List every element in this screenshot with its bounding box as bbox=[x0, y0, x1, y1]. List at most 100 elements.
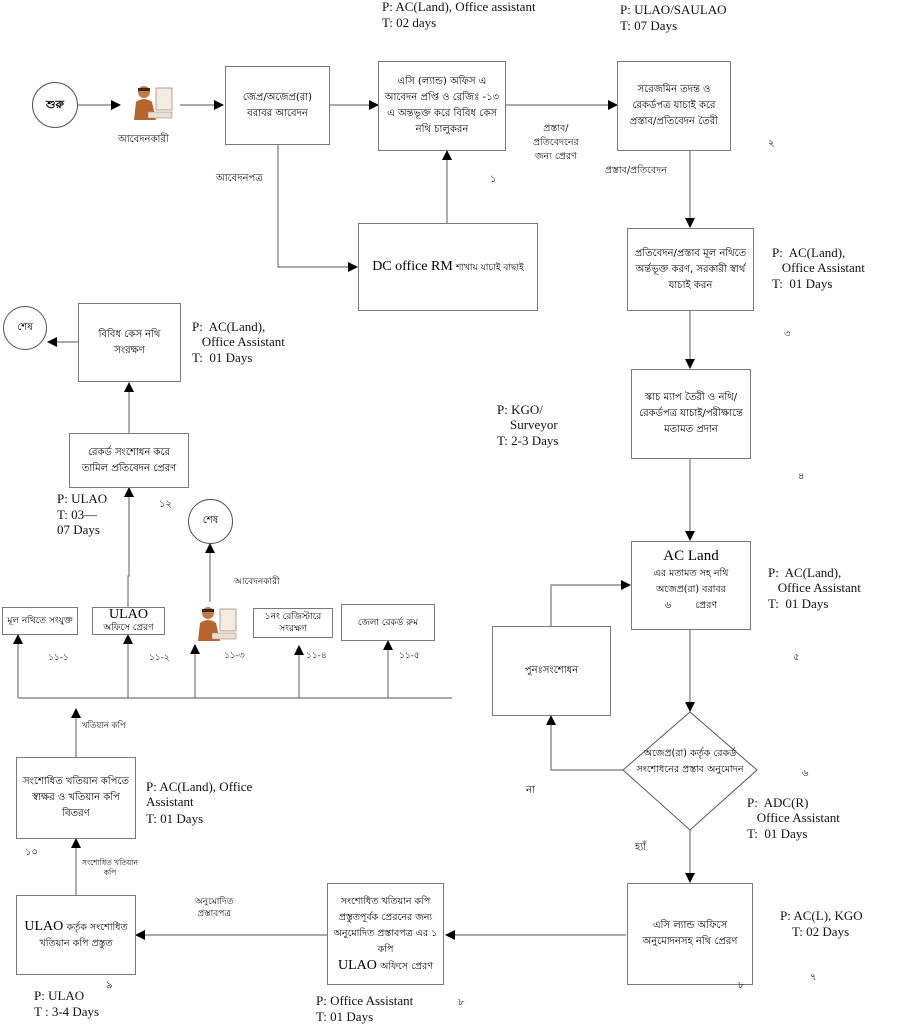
edge-label-application-letter: আবেদনপত্র bbox=[216, 173, 263, 184]
start-node: শুরু bbox=[32, 82, 78, 128]
applicant-label: আবেদনকারী bbox=[118, 134, 169, 145]
step13-person: P: AC(Land), Office Assistant bbox=[192, 319, 285, 349]
step-7: এসি ল্যান্ড অফিসে অনুমোদনসহ নথি প্রেরণ bbox=[627, 883, 753, 985]
dc-office-node: DC office RM শাখায় যাচাই বাছাই bbox=[358, 223, 538, 311]
step-10: সংশোধিত খতিয়ান কপিতে স্বাক্ষর ও খতিয়ান… bbox=[16, 757, 136, 839]
edge-label-proposal-report: প্রস্তাব/প্রতিবেদন bbox=[605, 165, 667, 176]
decision-yes-label: হ্যাঁ bbox=[635, 842, 647, 853]
step3-person: P: AC(Land), Office Assistant bbox=[772, 245, 865, 275]
step-apply: জেপ্র/অজেপ্র(রা) বরাবর আবেদন bbox=[225, 66, 330, 145]
step-2: সরেজমিন তদন্ত ও রেকর্ডপত্র যাচাই করে প্র… bbox=[617, 61, 731, 151]
step10-number: ১০ bbox=[25, 847, 38, 858]
step8-label-bn1: সংশোধিত খতিয়ান কপি প্রস্তুতপূর্বক প্রের… bbox=[333, 895, 438, 955]
step5-person: P: AC(Land), Office Assistant bbox=[768, 565, 861, 595]
step13-time: T: 01 Days bbox=[192, 350, 253, 365]
step4-person: P: KGO/ Surveyor bbox=[497, 402, 558, 432]
step8-person: P: Office Assistant bbox=[316, 993, 414, 1008]
rework-label: পুনঃসংশোধন bbox=[524, 665, 579, 676]
step9-label-en: ULAO bbox=[24, 918, 64, 934]
step4-label: স্কাচ ম্যাপ তৈরী ও নথি/ রেকর্ডপত্র যাচাই… bbox=[639, 392, 743, 435]
decision-number: ৬ bbox=[802, 768, 809, 779]
step8-label-bn2: অফিসে প্রেরণ bbox=[380, 960, 433, 972]
distribution-number-4: ১১-৪ bbox=[306, 651, 327, 661]
step13-label: বিবিধ কেস নথি সংরক্ষণ bbox=[98, 328, 161, 356]
step7-number: ৭ bbox=[810, 972, 817, 983]
distribution-number-5: ১১-৫ bbox=[399, 651, 420, 661]
step10-time: T: 01 Days bbox=[146, 811, 204, 826]
step-1: এসি (ল্যান্ড) অফিস এ আবেদন প্রপ্তি ও রেজ… bbox=[378, 61, 506, 151]
step12-person: P: ULAO bbox=[57, 491, 108, 506]
edge-rework-step5 bbox=[550, 580, 631, 626]
step7-label: এসি ল্যান্ড অফিসে অনুমোদনসহ নথি প্রেরণ bbox=[642, 920, 738, 947]
step8-label-en: ULAO bbox=[338, 957, 377, 973]
applicant-person-icon bbox=[134, 86, 173, 120]
dc-office-label-bn: শাখায় যাচাই বাছাই bbox=[456, 262, 524, 273]
step12-label: রেকর্ড সংশোধন করে তামিল প্রতিবেদন প্রেরণ bbox=[81, 446, 177, 474]
step-4: স্কাচ ম্যাপ তৈরী ও নথি/ রেকর্ডপত্র যাচাই… bbox=[631, 369, 751, 459]
end-node-top: শেষ bbox=[3, 306, 47, 350]
step1-time: T: 02 days bbox=[382, 15, 437, 30]
step12-number: ১২ bbox=[159, 499, 172, 510]
rework-node: পুনঃসংশোধন bbox=[492, 626, 611, 716]
step5-label-bn: এর মতামত সহ নথি অজেপ্র(রা) বরাবর bbox=[653, 568, 729, 595]
step9-label-bn: কর্তৃক সংশোধিত খতিয়ান কপি প্রস্তুত bbox=[39, 921, 128, 949]
step5-label-tail: ৬ প্রেরণ bbox=[664, 600, 718, 611]
step5-label-en: AC Land bbox=[663, 548, 719, 564]
step-12: রেকর্ড সংশোধন করে তামিল প্রতিবেদন প্রেরণ bbox=[69, 433, 189, 488]
step12-time: T: 03— 07 Days bbox=[57, 507, 100, 537]
step3-time: T: 01 Days bbox=[772, 276, 833, 291]
step1-person: P: AC(Land), Office assistant bbox=[382, 0, 536, 14]
step-3: প্রতিবেদন/প্রস্তাব মূল নথিতে অর্ন্তভূক্ত… bbox=[627, 228, 754, 311]
step2-person: P: ULAO/SAULAO bbox=[620, 2, 727, 17]
applicant-person-icon-2 bbox=[198, 607, 237, 641]
dc-office-label-en: DC office RM bbox=[372, 258, 453, 274]
step9-time: T : 3-4 Days bbox=[34, 1004, 100, 1019]
distribution-item-2: ULAO অফিসে প্রেরণ bbox=[92, 607, 165, 635]
step2-number: ২ bbox=[768, 138, 775, 149]
step-13: বিবিধ কেস নথি সংরক্ষণ bbox=[78, 303, 181, 382]
edge-decision-rework bbox=[546, 715, 623, 771]
start-label: শুরু bbox=[46, 97, 64, 111]
step3-label: প্রতিবেদন/প্রস্তাব মূল নথিতে অর্ন্তভূক্ত… bbox=[634, 247, 747, 291]
end-node-mid: শেষ bbox=[188, 499, 233, 544]
step8-number: ৮ bbox=[458, 997, 465, 1008]
step10-person: P: AC(Land), Office Assistant bbox=[146, 779, 253, 809]
step1-label: এসি (ল্যান্ড) অফিস এ আবেদন প্রপ্তি ও রেজ… bbox=[384, 76, 500, 135]
edge-label-khatian-copy: খতিয়ান কপি bbox=[82, 721, 126, 731]
step-5: AC Land এর মতামত সহ নথি অজেপ্র(রা) বরাবর… bbox=[631, 541, 751, 630]
step-9: ULAO কর্তৃক সংশোধিত খতিয়ান কপি প্রস্তুত bbox=[16, 895, 136, 975]
decision-label: অজেপ্র(রা) কর্তৃক রেকর্ড সংশোধনের প্রস্ত… bbox=[636, 748, 744, 775]
step9-person: P: ULAO bbox=[34, 988, 85, 1003]
edge-label-send-for-proposal: প্রস্তাব/ প্রতিবেদনের জন্য প্রেরণ bbox=[533, 123, 579, 162]
step2-label: সরেজমিন তদন্ত ও রেকর্ডপত্র যাচাই করে প্র… bbox=[629, 84, 719, 127]
distribution-item-4: ১নং রেজিস্টারে সংরক্ষণ bbox=[253, 608, 333, 638]
step-8: সংশোধিত খতিয়ান কপি প্রস্তুতপূর্বক প্রের… bbox=[327, 883, 444, 985]
step7-time: T: 02 Days bbox=[792, 924, 850, 939]
edge-label-corrected-khatian: সংশোধিত খতিয়ান কপি bbox=[82, 858, 138, 877]
step9-number: ৯ bbox=[106, 980, 113, 991]
step4-number: ৪ bbox=[798, 471, 805, 482]
distribution-item-1: মূল নথিতে সংযুক্ত bbox=[2, 607, 78, 635]
step5-number: ৫ bbox=[793, 652, 800, 663]
step-apply-label: জেপ্র/অজেপ্র(রা) বরাবর আবেদন bbox=[242, 91, 313, 119]
decision-person: P: ADC(R) Office Assistant bbox=[747, 795, 840, 825]
distribution-number-3: ১১-৩ bbox=[224, 651, 245, 661]
step8-time: T: 01 Days bbox=[316, 1009, 374, 1024]
decision-no-label: না bbox=[526, 785, 535, 796]
applicant-label-2: আবেদনকারী bbox=[234, 577, 280, 587]
step7-corner-number: ৮ bbox=[738, 980, 745, 991]
step5-time: T: 01 Days bbox=[768, 596, 829, 611]
step4-time: T: 2-3 Days bbox=[497, 433, 559, 448]
edge-ulao-step12 bbox=[124, 487, 134, 608]
step10-label: সংশোধিত খতিয়ান কপিতে স্বাক্ষর ও খতিয়ান… bbox=[23, 776, 129, 819]
decision-time: T: 01 Days bbox=[747, 826, 808, 841]
edge-apply-dc bbox=[277, 145, 358, 272]
step2-time: T: 07 Days bbox=[620, 18, 678, 33]
decision-diamond bbox=[622, 711, 758, 831]
step7-person: P: AC(L), KGO bbox=[780, 908, 863, 923]
step3-number: ৩ bbox=[784, 329, 791, 340]
distribution-number-1: ১১-১ bbox=[48, 653, 69, 663]
step1-number: ১ bbox=[490, 174, 497, 185]
